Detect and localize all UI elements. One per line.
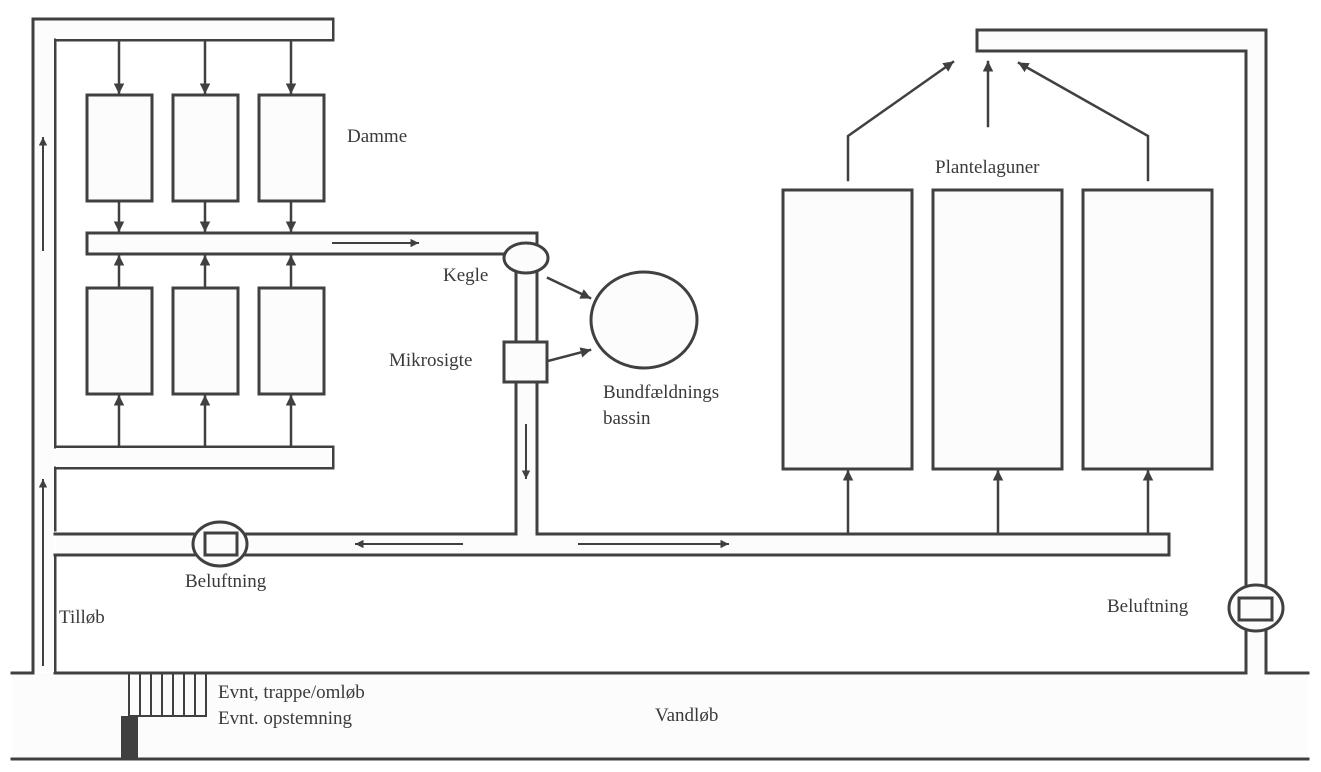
label-microsieve: Mikrosigte (389, 350, 473, 371)
label-weir: Evnt. opstemning (218, 708, 353, 729)
aeration-left-box (203, 531, 239, 557)
outlet-channel-inner (975, 49, 1248, 675)
outlet-channel-outer (975, 28, 1268, 675)
pond-bottom-1 (85, 286, 154, 396)
microsieve-box (502, 340, 549, 384)
label-plant-lagoons: Plantelaguner (935, 157, 1040, 178)
cone-to-basin-arrow (546, 276, 592, 300)
label-aeration-left: Beluftning (185, 571, 267, 592)
label-stream: Vandløb (655, 705, 719, 726)
stream-band (12, 673, 1308, 759)
collector-channel (85, 231, 539, 256)
label-aeration-right: Beluftning (1107, 596, 1189, 617)
lagoon-2 (931, 188, 1064, 471)
pond-bottom-2 (171, 286, 240, 396)
inlet-bottom-branch (53, 445, 335, 532)
aeration-right-box (1237, 596, 1274, 622)
cone-ellipse (502, 241, 550, 275)
pond-top-3 (257, 93, 326, 203)
settling-basin (589, 270, 699, 370)
lagoon-out-arrow-3 (1017, 61, 1150, 182)
label-cone: Kegle (443, 265, 489, 286)
lagoon-out-arrow-1 (846, 60, 955, 182)
label-fish-pass: Evnt, trappe/omløb (218, 682, 365, 703)
label-inlet: Tilløb (59, 607, 105, 628)
label-ponds: Damme (347, 126, 408, 147)
sieve-to-basin-arrow (546, 347, 592, 363)
pond-top-2 (171, 93, 240, 203)
pond-bottom-3 (257, 286, 326, 396)
weir-block (121, 716, 138, 759)
lagoon-1 (781, 188, 914, 471)
label-settling-basin-1: Bundfældnings (603, 382, 720, 403)
pond-top-1 (85, 93, 154, 203)
lagoon-3 (1081, 188, 1214, 471)
label-settling-basin-2: bassin (603, 408, 651, 429)
fish-pass-steps (128, 673, 207, 717)
